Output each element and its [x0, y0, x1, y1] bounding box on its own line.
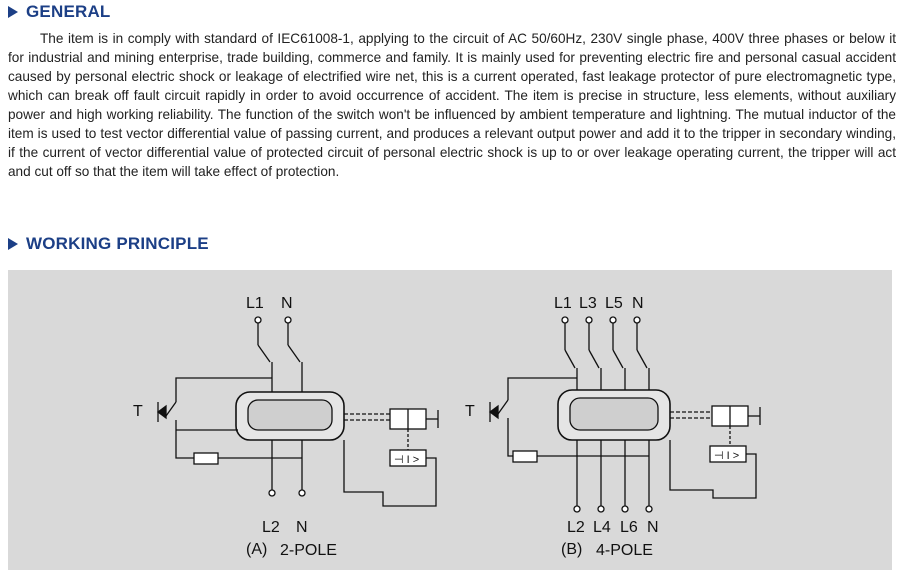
- top-label-n: N: [632, 295, 644, 312]
- triangle-bullet-icon: [8, 6, 18, 18]
- top-label-l3: L3: [579, 295, 597, 312]
- bottom-label-n: N: [296, 519, 308, 536]
- bottom-label-l4: L4: [593, 519, 611, 536]
- general-heading-text: GENERAL: [26, 2, 111, 21]
- relay-symbol: ⊣ I >: [714, 450, 739, 462]
- general-heading: GENERAL: [8, 2, 111, 22]
- top-label-l1: L1: [554, 295, 572, 312]
- relay-symbol: ⊣ I >: [394, 454, 419, 466]
- diagram-2-pole: [156, 316, 439, 507]
- top-label-l1: L1: [246, 295, 264, 312]
- bottom-label-l2: L2: [262, 519, 280, 536]
- test-label-t: T: [133, 403, 143, 420]
- caption-text-2-pole: 2-POLE: [280, 542, 337, 559]
- triangle-bullet-icon: [8, 238, 18, 250]
- caption-text-4-pole: 4-POLE: [596, 542, 653, 559]
- caption-letter-b: (B): [561, 541, 582, 558]
- working-principle-heading: WORKING PRINCIPLE: [8, 234, 209, 254]
- top-label-n: N: [281, 295, 293, 312]
- bottom-label-l6: L6: [620, 519, 638, 536]
- test-label-t: T: [465, 403, 475, 420]
- diagram-panel: L1 N T L2 N (A) 2-POLE ⊣ I > L1 L3 L5 N …: [8, 270, 892, 570]
- top-label-l5: L5: [605, 295, 623, 312]
- diagram-4-pole: [488, 316, 761, 513]
- circuit-diagrams: L1 N T L2 N (A) 2-POLE ⊣ I > L1 L3 L5 N …: [133, 295, 761, 559]
- caption-letter-a: (A): [246, 541, 267, 558]
- bottom-label-n: N: [647, 519, 659, 536]
- general-paragraph: The item is in comply with standard of I…: [8, 31, 896, 179]
- bottom-label-l2: L2: [567, 519, 585, 536]
- working-principle-heading-text: WORKING PRINCIPLE: [26, 234, 209, 253]
